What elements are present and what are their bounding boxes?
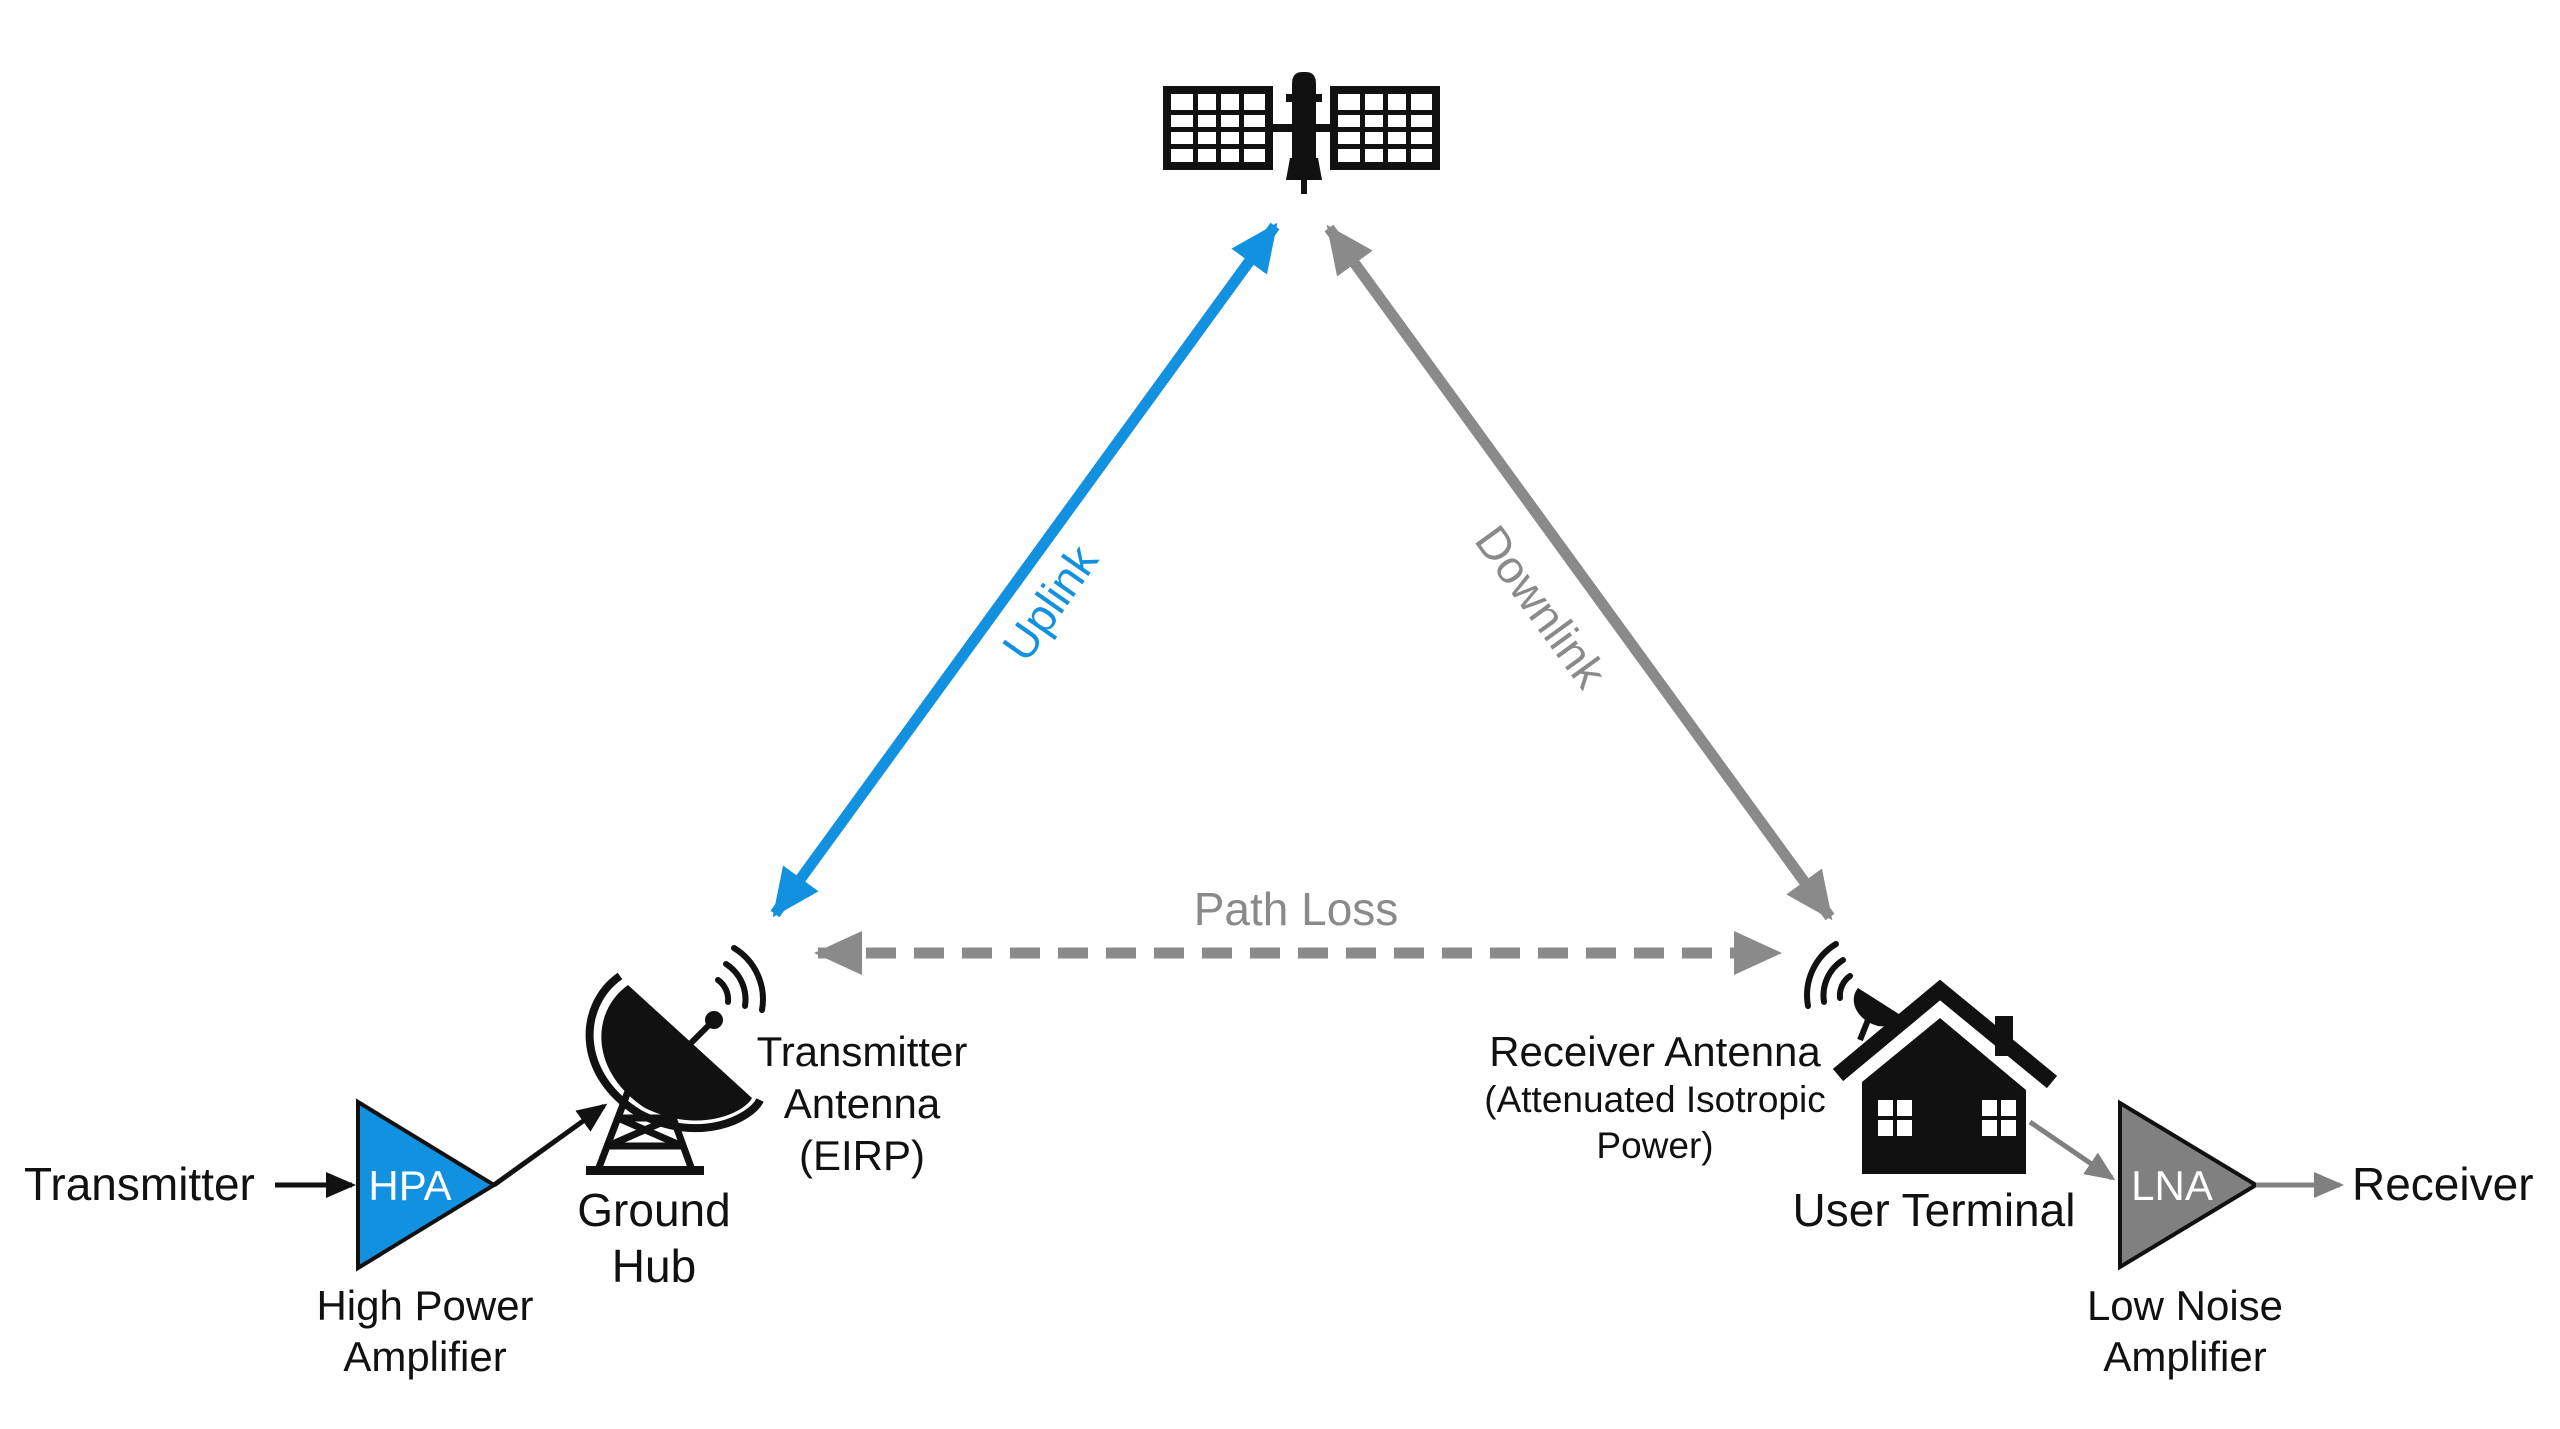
lna-label-line2: Amplifier [2103,1333,2266,1380]
satellite-dish-tower-icon [585,945,766,1175]
hpa-to-hub-arrow [492,1103,608,1188]
lna-label-line1: Low Noise [2087,1282,2283,1329]
lna-abbr: LNA [2131,1162,2213,1209]
hpa-abbr: HPA [368,1162,451,1209]
house-with-dish-icon [1804,941,2058,1174]
terminal-to-lna-arrow [2028,1119,2116,1181]
user-terminal-label: User Terminal [1793,1184,2076,1236]
receiver-label: Receiver [2352,1158,2534,1210]
transmitter-label: Transmitter [24,1158,255,1210]
path-loss-label: Path Loss [1194,883,1399,935]
rx-antenna-line1: Receiver Antenna [1489,1028,1821,1075]
uplink-label: Uplink [992,535,1108,670]
hpa-label-line2: Amplifier [343,1333,506,1380]
satellite-icon [1163,72,1440,194]
hpa-label-line1: High Power [316,1282,533,1329]
signal-waves-icon [1804,941,1853,1009]
rx-antenna-line2: (Attenuated Isotropic [1484,1079,1825,1120]
hpa-amplifier: HPA [356,1098,498,1272]
uplink-arrow [770,222,1280,918]
lna-amplifier: LNA [2118,1099,2260,1271]
tx-antenna-line1: Transmitter [757,1028,968,1075]
downlink-arrow [1324,224,1835,921]
tx-antenna-line2: Antenna [784,1080,941,1127]
downlink-label: Downlink [1465,516,1617,698]
tx-antenna-line3: (EIRP) [799,1132,925,1179]
signal-waves-icon [715,945,766,1013]
ground-hub-line1: Ground [577,1184,730,1236]
ground-hub-line2: Hub [612,1240,696,1292]
rx-antenna-line3: Power) [1596,1125,1713,1166]
